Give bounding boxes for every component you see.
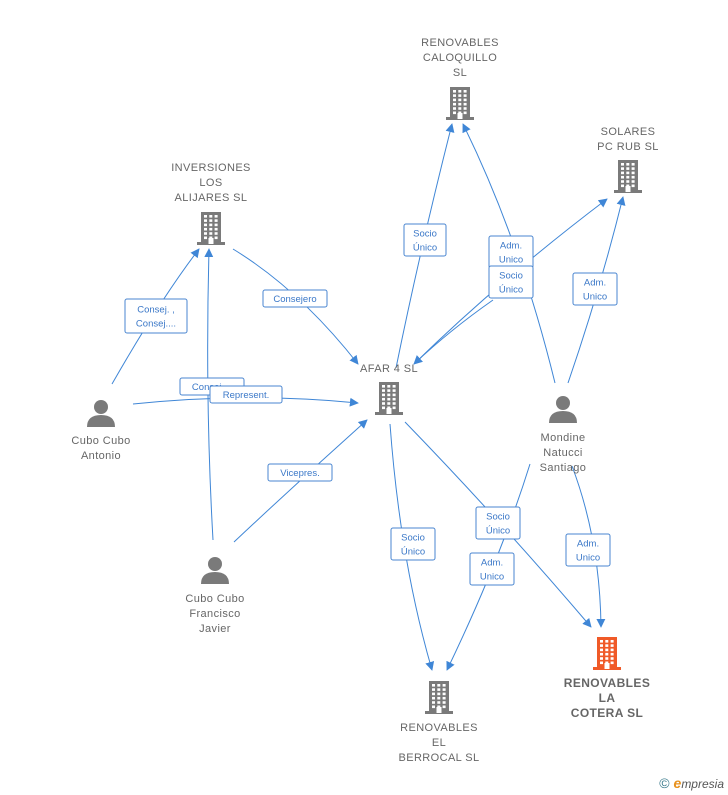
edge-label-text: Consej....: [136, 319, 176, 330]
node-label: Cubo Cubo: [71, 435, 130, 447]
building-icon: [593, 637, 621, 670]
edge-label-e8[interactable]: Represent.: [209, 385, 283, 404]
edge-label-text: Unico: [576, 553, 600, 564]
node-inversiones[interactable]: INVERSIONES LOS ALIJARES SL: [171, 162, 251, 245]
edge-label-text: Único: [499, 285, 523, 296]
node-label: Mondine: [541, 432, 586, 444]
person-icon: [549, 396, 577, 423]
edge-label-text: Socio: [499, 271, 523, 282]
edge-label-text: Represent.: [223, 390, 269, 401]
edge-label-text: Unico: [583, 292, 607, 303]
brand-name: mpresia: [681, 777, 724, 791]
building-icon: [375, 382, 403, 415]
node-label: CALOQUILLO: [423, 52, 497, 64]
edge-label-text: Consej. ,: [137, 305, 175, 316]
building-icon: [614, 160, 642, 193]
edge-label-text: Unico: [499, 255, 523, 266]
node-label: INVERSIONES: [171, 162, 251, 174]
node-label: COTERA SL: [571, 706, 644, 720]
edge-label-text: Único: [413, 243, 437, 254]
node-label: BERROCAL SL: [398, 752, 479, 764]
node-label: Antonio: [81, 450, 121, 462]
node-label: LA: [599, 691, 616, 705]
edge-label-box: [124, 298, 188, 334]
edge-label-box: [469, 552, 515, 586]
edge-label-text: Adm.: [584, 278, 606, 289]
edge-label-e4[interactable]: Adm. Unico: [572, 272, 618, 306]
node-label: Francisco: [189, 608, 240, 620]
node-label: Javier: [199, 623, 231, 635]
edge-label-box: [572, 272, 618, 306]
edge-label-e2[interactable]: Adm. Unico: [488, 235, 534, 269]
building-icon: [425, 681, 453, 714]
edge-label-text: Unico: [480, 572, 504, 583]
edge-label-e5[interactable]: Consej. , Consej....: [124, 298, 188, 334]
node-label: AFAR 4 SL: [360, 363, 418, 375]
edge-label-box: [488, 265, 534, 299]
edge-label-e6[interactable]: Consejero: [262, 289, 328, 308]
edge-e7: [204, 248, 214, 541]
edge-label-text: Consejero: [273, 294, 316, 305]
node-label: RENOVABLES: [400, 722, 478, 734]
person-icon: [87, 400, 115, 427]
edge-label-e9[interactable]: Vicepres.: [267, 463, 333, 482]
edge-label-text: Único: [486, 526, 510, 537]
node-label: PC RUB SL: [597, 141, 659, 153]
footer-brand[interactable]: ©empresia: [659, 775, 724, 791]
copyright-icon: ©: [659, 775, 670, 791]
edge-label-text: Socio: [486, 512, 510, 523]
edge-label-e13[interactable]: Adm. Unico: [469, 552, 515, 586]
building-icon: [446, 87, 474, 120]
node-label: EL: [432, 737, 446, 749]
edge-label-text: Adm.: [481, 558, 503, 569]
building-icon: [197, 212, 225, 245]
node-caloquillo[interactable]: RENOVABLES CALOQUILLO SL: [421, 37, 499, 120]
person-icon: [201, 557, 229, 584]
brand-initial: e: [673, 775, 682, 791]
edge-label-text: Adm.: [577, 539, 599, 550]
edge-label-box: [403, 223, 447, 257]
edge-label-text: Socio: [413, 229, 437, 240]
node-label: RENOVABLES: [421, 37, 499, 49]
node-label: RENOVABLES: [564, 676, 650, 690]
node-label: Cubo Cubo: [185, 593, 244, 605]
node-solares[interactable]: SOLARES PC RUB SL: [597, 126, 659, 193]
edge-label-box: [475, 506, 521, 540]
node-afar[interactable]: AFAR 4 SL: [360, 363, 418, 415]
node-label: ALIJARES SL: [175, 192, 248, 204]
edge-label-text: Socio: [401, 533, 425, 544]
edge-label-box: [390, 527, 436, 561]
edge-label-e14[interactable]: Adm. Unico: [565, 533, 611, 567]
edge-label-box: [209, 385, 283, 404]
edge-label-box: [262, 289, 328, 308]
edge-label-box: [267, 463, 333, 482]
edge-label-text: Adm.: [500, 241, 522, 252]
edge-label-text: Vicepres.: [280, 468, 319, 479]
edges-layer: [111, 123, 626, 671]
edge-label-box: [565, 533, 611, 567]
node-label: SL: [453, 67, 467, 79]
edge-label-text: Único: [401, 547, 425, 558]
node-berrocal[interactable]: RENOVABLES EL BERROCAL SL: [398, 681, 479, 764]
node-label: SOLARES: [601, 126, 656, 138]
edge-e10: [413, 299, 494, 365]
node-label: Santiago: [540, 462, 587, 474]
nodes-layer: RENOVABLES CALOQUILLO SL SOLARES PC RUB SL IN…: [71, 37, 658, 764]
node-label: LOS: [199, 177, 222, 189]
node-label: Natucci: [543, 447, 582, 459]
